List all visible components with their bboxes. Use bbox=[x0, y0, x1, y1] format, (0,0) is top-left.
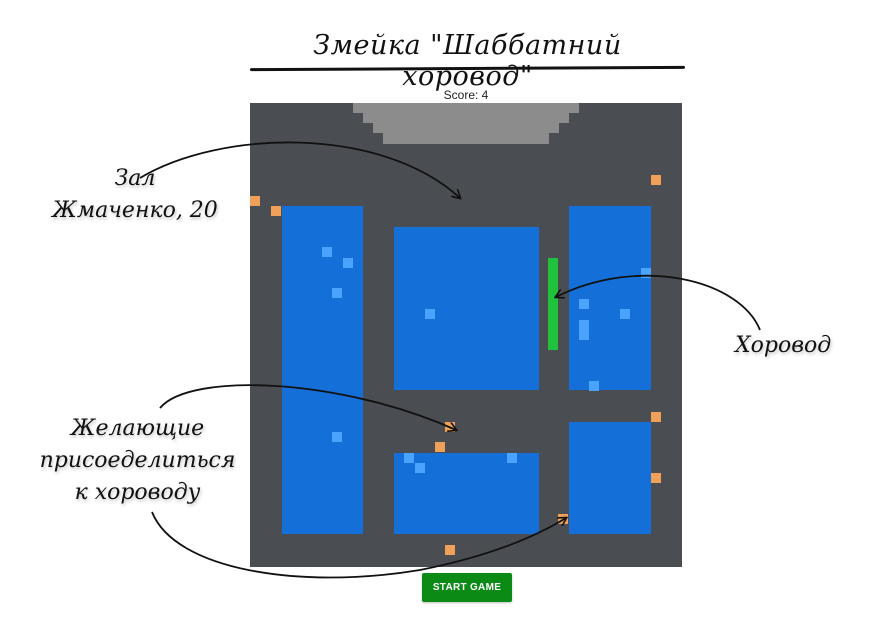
seat-tile bbox=[322, 247, 332, 257]
stage-step bbox=[353, 103, 579, 113]
annotation-want-to-join: Желающие присоеделиться к хороводу bbox=[20, 413, 255, 509]
annotation-hall-line1: Зал bbox=[114, 166, 156, 191]
person-dot bbox=[435, 442, 445, 452]
seat-tile bbox=[332, 432, 342, 442]
person-dot bbox=[558, 514, 568, 524]
seat-tile bbox=[579, 320, 589, 340]
stage-step bbox=[383, 133, 549, 144]
person-dot bbox=[651, 175, 661, 185]
page-title: Змейка "Шаббатний хоровод" bbox=[313, 30, 622, 92]
seat-tile bbox=[507, 453, 517, 463]
annotation-hall-line2: Жмаченко, 20 bbox=[52, 198, 218, 223]
seat-tile bbox=[404, 453, 414, 463]
seating-zone-right-top bbox=[569, 206, 651, 390]
person-dot bbox=[271, 206, 281, 216]
person-dot bbox=[250, 196, 260, 206]
person-dot bbox=[445, 545, 455, 555]
annotation-hall: Зал Жмаченко, 20 bbox=[30, 163, 240, 227]
person-dot bbox=[445, 422, 455, 432]
seat-tile bbox=[343, 258, 353, 268]
seat-tile bbox=[425, 309, 435, 319]
annotation-want-line2: присоеделиться bbox=[39, 448, 236, 473]
stage-step bbox=[373, 123, 559, 133]
seat-tile bbox=[579, 299, 589, 309]
seating-zone-right-bottom bbox=[569, 422, 651, 534]
annotation-dance: Хоровод bbox=[735, 333, 832, 358]
game-board[interactable] bbox=[250, 103, 682, 567]
seat-tile bbox=[641, 268, 651, 278]
seat-tile bbox=[332, 288, 342, 298]
snake bbox=[548, 258, 558, 350]
seat-tile bbox=[589, 381, 599, 391]
seating-zone-center bbox=[394, 227, 539, 390]
seat-tile bbox=[620, 309, 630, 319]
annotation-want-line3: к хороводу bbox=[74, 480, 201, 505]
score-label: Score: 4 bbox=[443, 88, 489, 102]
person-dot bbox=[651, 412, 661, 422]
seat-tile bbox=[415, 463, 425, 473]
person-dot bbox=[651, 473, 661, 483]
annotation-want-line1: Желающие bbox=[70, 416, 205, 441]
start-game-button[interactable]: START GAME bbox=[422, 573, 512, 602]
stage-step bbox=[363, 113, 569, 123]
